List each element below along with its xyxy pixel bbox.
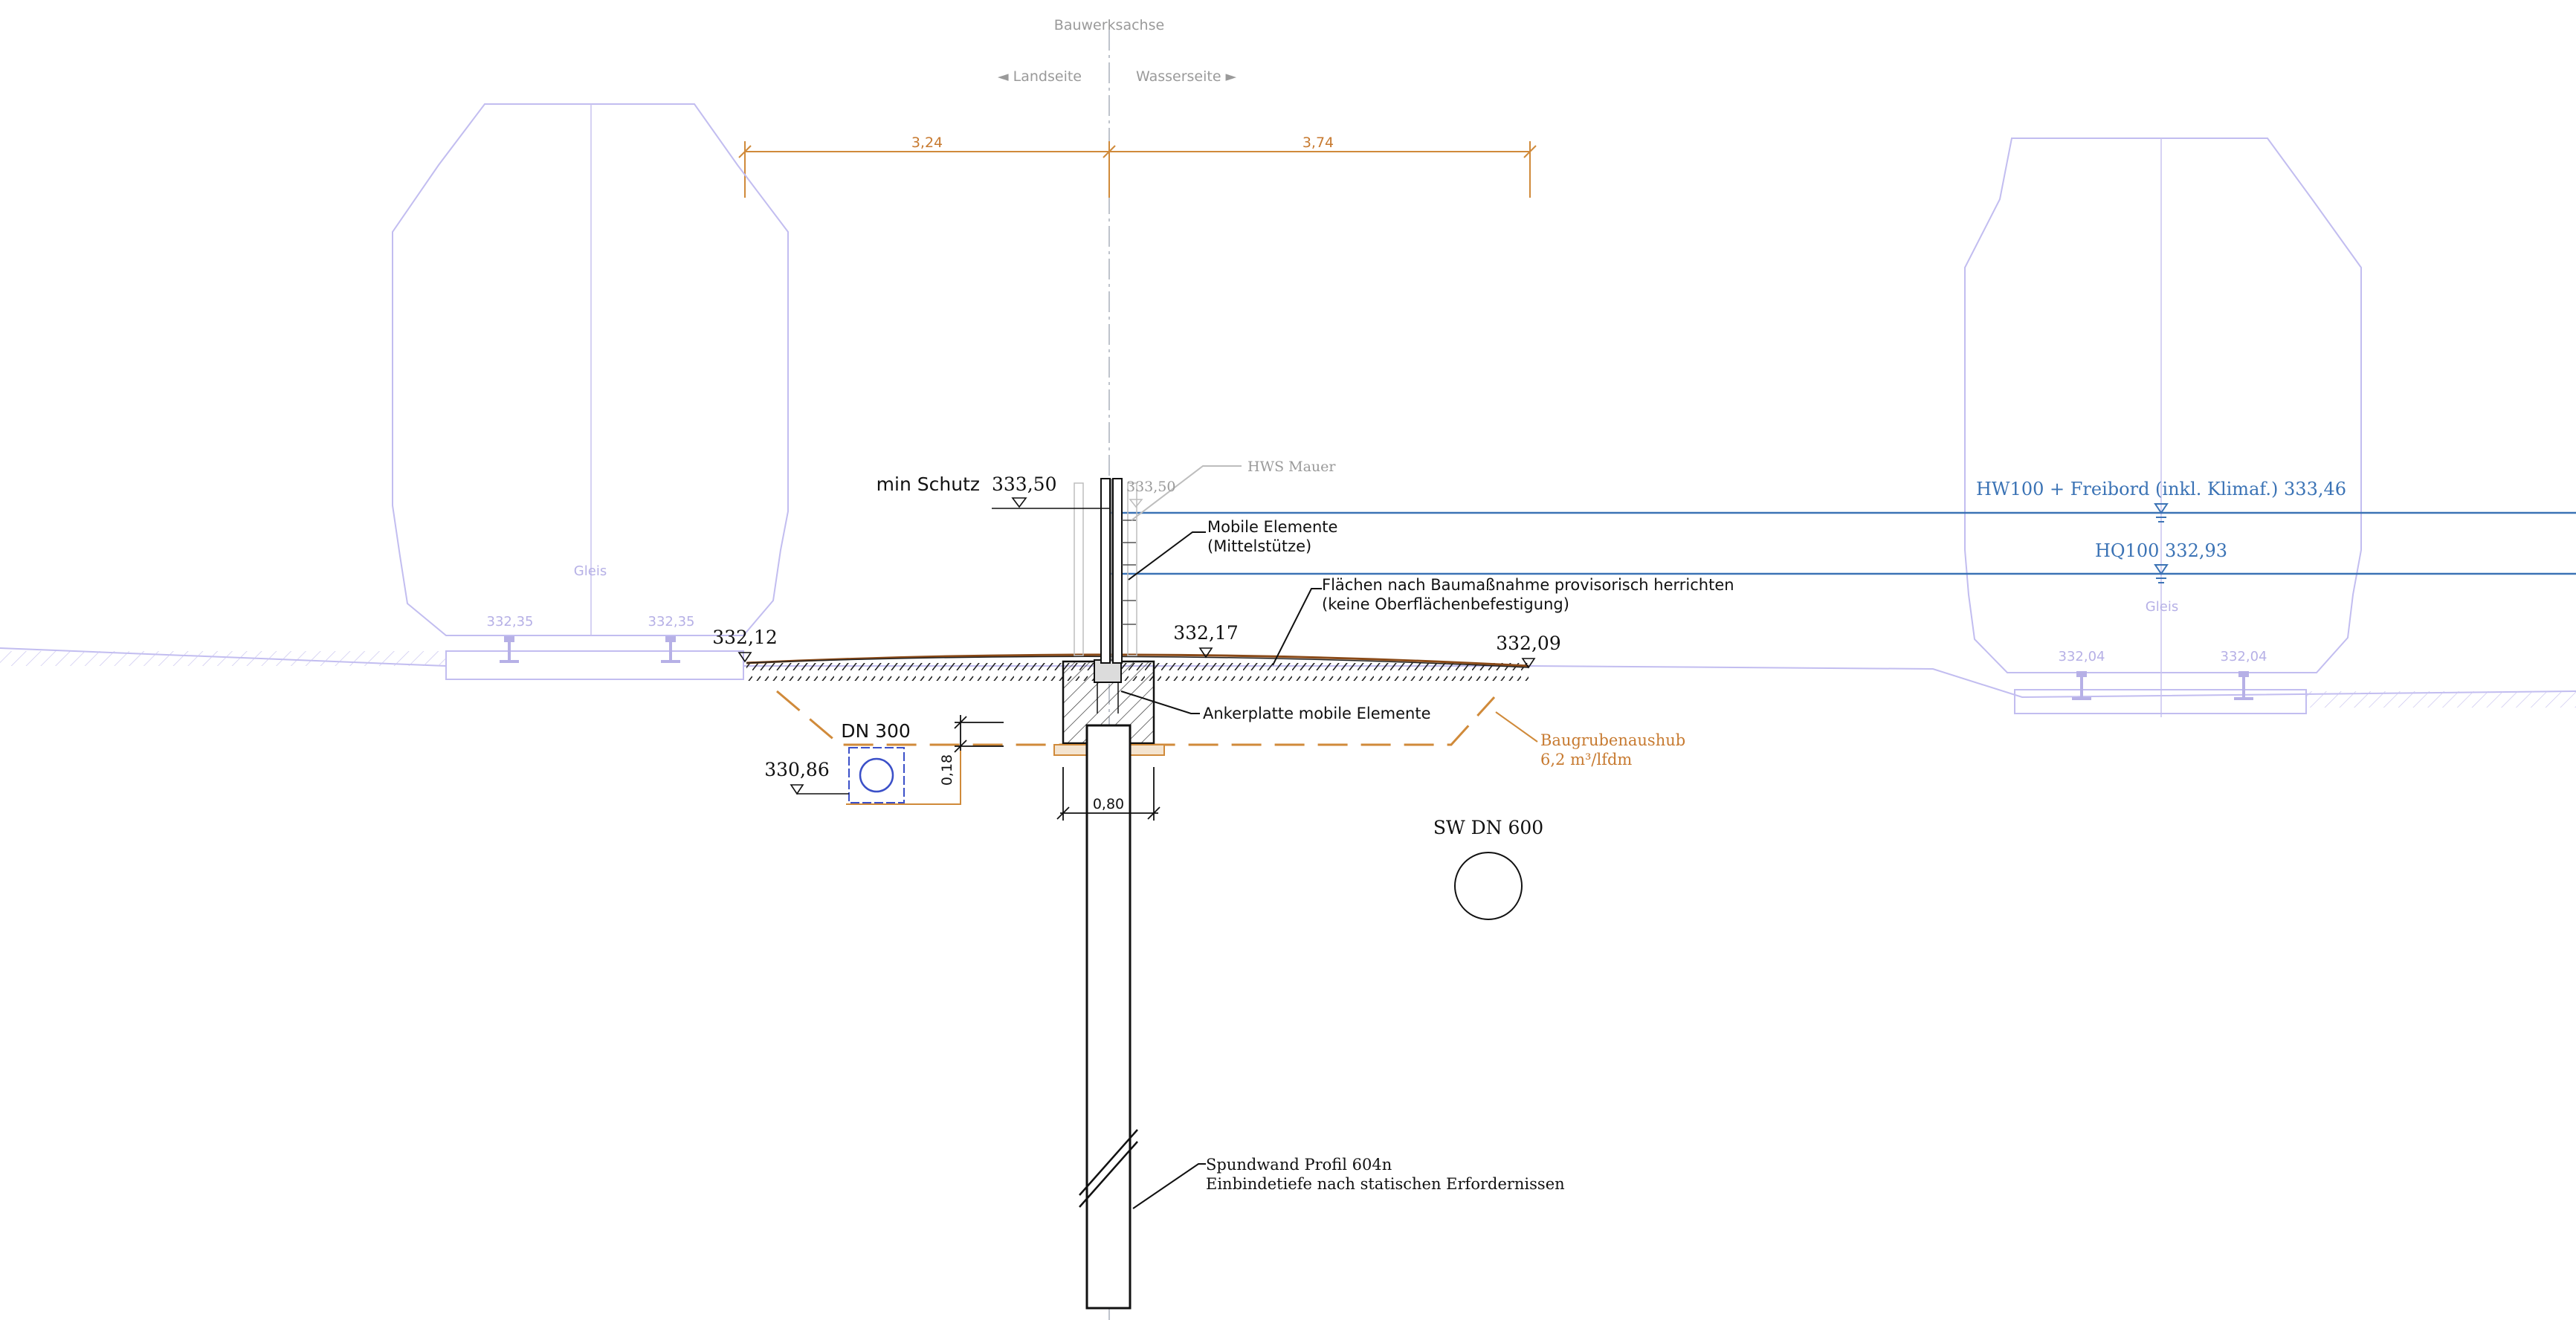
center-ground-marker: [1198, 647, 1213, 659]
right-rail-2: [2234, 671, 2253, 700]
hw100-label: HW100 + Freibord (inkl. Klimaf.) 333,46: [1976, 479, 2346, 499]
right-rail-1-level: 332,04: [2059, 649, 2105, 664]
mobile-elements-leader: [1128, 531, 1206, 580]
left-ground-marker: [737, 652, 752, 663]
waterside-label: Wasserseite ►: [1136, 68, 1237, 85]
excavation-label-1: Baugrubenaushub: [1540, 731, 1685, 749]
anchor-bolts: [1097, 682, 1119, 714]
right-rail-2-level: 332,04: [2221, 649, 2267, 664]
beam-width-dimension: [1056, 767, 1161, 821]
landside-label: ◄ Landseite: [998, 68, 1082, 85]
beam-height-text: 0,18: [939, 754, 955, 786]
min-protection-level: 333,50: [992, 473, 1056, 495]
beam-height-dimension: [954, 715, 1004, 786]
dn300-pipe: [846, 747, 961, 805]
top-dimension: [738, 141, 1537, 198]
surface-label-1: Flächen nach Baumaßnahme provisorisch he…: [1322, 576, 1734, 594]
hws-wall-label: HWS Mauer: [1247, 459, 1336, 475]
mobile-elements: [1074, 478, 1137, 664]
left-rail-1: [500, 636, 519, 663]
left-train-outline: [0, 103, 2576, 699]
center-ground-level: 332,17: [1173, 622, 1238, 644]
foundation-beam: [1053, 660, 1165, 756]
left-rail-2-level: 332,35: [648, 614, 695, 630]
excavation-pointer: [1495, 711, 1538, 742]
right-train-outline: [1964, 138, 2576, 717]
right-rail-1: [2072, 671, 2091, 700]
axis-label: Bauwerksachse: [1054, 17, 1164, 33]
wall-top-marker: [1129, 499, 1143, 508]
right-ground-marker: [1521, 658, 1536, 669]
hws-wall-leader: [1131, 465, 1242, 521]
left-rail-2: [661, 636, 680, 663]
anchor-label: Ankerplatte mobile Elemente: [1203, 705, 1431, 722]
pipe-invert-marker: [790, 784, 804, 795]
left-ground-level: 332,12: [712, 627, 777, 648]
dn300-label: DN 300: [841, 720, 911, 742]
wall-top-level: 333,50: [1126, 479, 1175, 495]
sheetpile-label-2: Einbindetiefe nach statischen Erforderni…: [1206, 1175, 1565, 1193]
sheetpile-label-1: Spundwand Profil 604n: [1206, 1156, 1392, 1174]
sw600-label: SW DN 600: [1433, 817, 1543, 838]
beam-width-text: 0,80: [1093, 796, 1124, 812]
min-protection-marker: [1011, 497, 1027, 508]
mobile-elements-label-2: (Mittelstütze): [1207, 537, 1311, 555]
surface-leader: [1272, 588, 1322, 666]
left-rail-1-level: 332,35: [487, 614, 534, 630]
dim-left-text: 3,24: [911, 135, 943, 151]
hq100-marker: [2154, 564, 2169, 583]
left-track-label: Gleis: [574, 563, 607, 579]
anchor-leader: [1120, 690, 1200, 714]
hw100-marker: [2154, 503, 2169, 522]
mobile-elements-label-1: Mobile Elemente: [1207, 518, 1337, 536]
pipe-invert-level: 330,86: [764, 759, 829, 780]
dim-right-text: 3,74: [1302, 135, 1334, 151]
excavation-label-2: 6,2 m³/lfdm: [1540, 751, 1632, 769]
surface-label-2: (keine Oberflächenbefestigung): [1322, 595, 1569, 613]
right-ground-level: 332,09: [1496, 632, 1560, 654]
min-protection-label: min Schutz: [877, 473, 980, 495]
sheetpile-leader: [1132, 1163, 1206, 1209]
sw600-pipe: [1454, 852, 1523, 920]
hq100-label: HQ100 332,93: [2095, 540, 2227, 561]
sheet-pile: [1079, 724, 1138, 1310]
right-track-label: Gleis: [2146, 599, 2178, 615]
